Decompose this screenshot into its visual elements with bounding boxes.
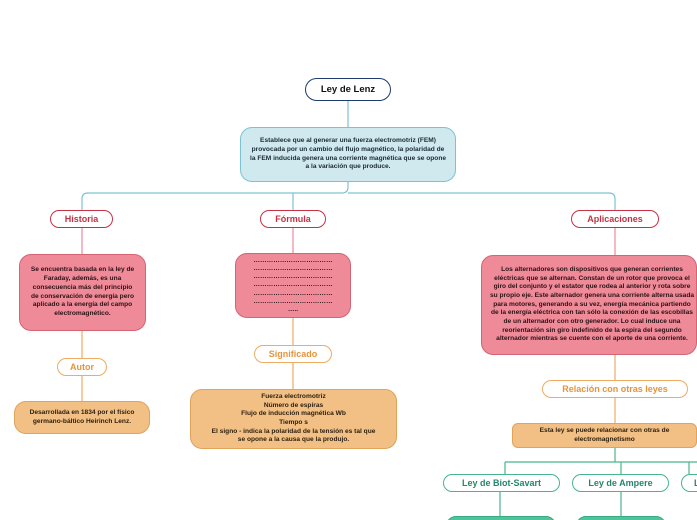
autor-text-node[interactable]: Desarrollada en 1834 por el físico germa… — [14, 401, 150, 434]
significado-line: Flujo de inducción magnética Wb — [241, 410, 346, 418]
significado-text-node[interactable]: Fuerza electromotriz Número de espiras F… — [190, 389, 397, 449]
ley-ampere-node[interactable]: Ley de Ampere — [572, 474, 669, 492]
aplicaciones-text-node[interactable]: Los alternadores son dispositivos que ge… — [481, 255, 697, 355]
formula-node[interactable]: Fórmula — [260, 210, 326, 228]
ampere-child-node[interactable] — [576, 516, 666, 520]
historia-text-node[interactable]: Se encuentra basada en la ley de Faraday… — [19, 254, 146, 331]
definition-node[interactable]: Establece que al generar una fuerza elec… — [240, 127, 456, 182]
ley-third-node[interactable]: L — [681, 474, 697, 492]
autor-node[interactable]: Autor — [57, 358, 107, 376]
ley-biot-savart-node[interactable]: Ley de Biot-Savart — [443, 474, 560, 492]
significado-line: Número de espiras — [263, 401, 324, 409]
aplicaciones-text: Los alternadores son dispositivos que ge… — [489, 265, 695, 343]
significado-line: Tiempo s — [279, 419, 308, 426]
biot-savart-child-node[interactable] — [446, 516, 556, 520]
significado-line: Fuerza electromotriz — [261, 392, 326, 400]
title-node[interactable]: Ley de Lenz — [305, 78, 391, 101]
historia-node[interactable]: Historia — [50, 210, 113, 228]
relacion-text-node[interactable]: Esta ley se puede relacionar con otras d… — [512, 423, 697, 448]
aplicaciones-node[interactable]: Aplicaciones — [571, 210, 659, 228]
connector-definition-aplicaciones — [348, 192, 616, 210]
significado-node[interactable]: Significado — [254, 345, 332, 363]
relacion-node[interactable]: Relación con otras leyes — [542, 380, 688, 398]
formula-text-node[interactable]: ……………………………… ……………………………… ……………………………… …… — [235, 253, 351, 318]
significado-line: El signo - indica la polaridad de la ten… — [211, 427, 376, 444]
connector-definition-historia — [81, 180, 349, 210]
